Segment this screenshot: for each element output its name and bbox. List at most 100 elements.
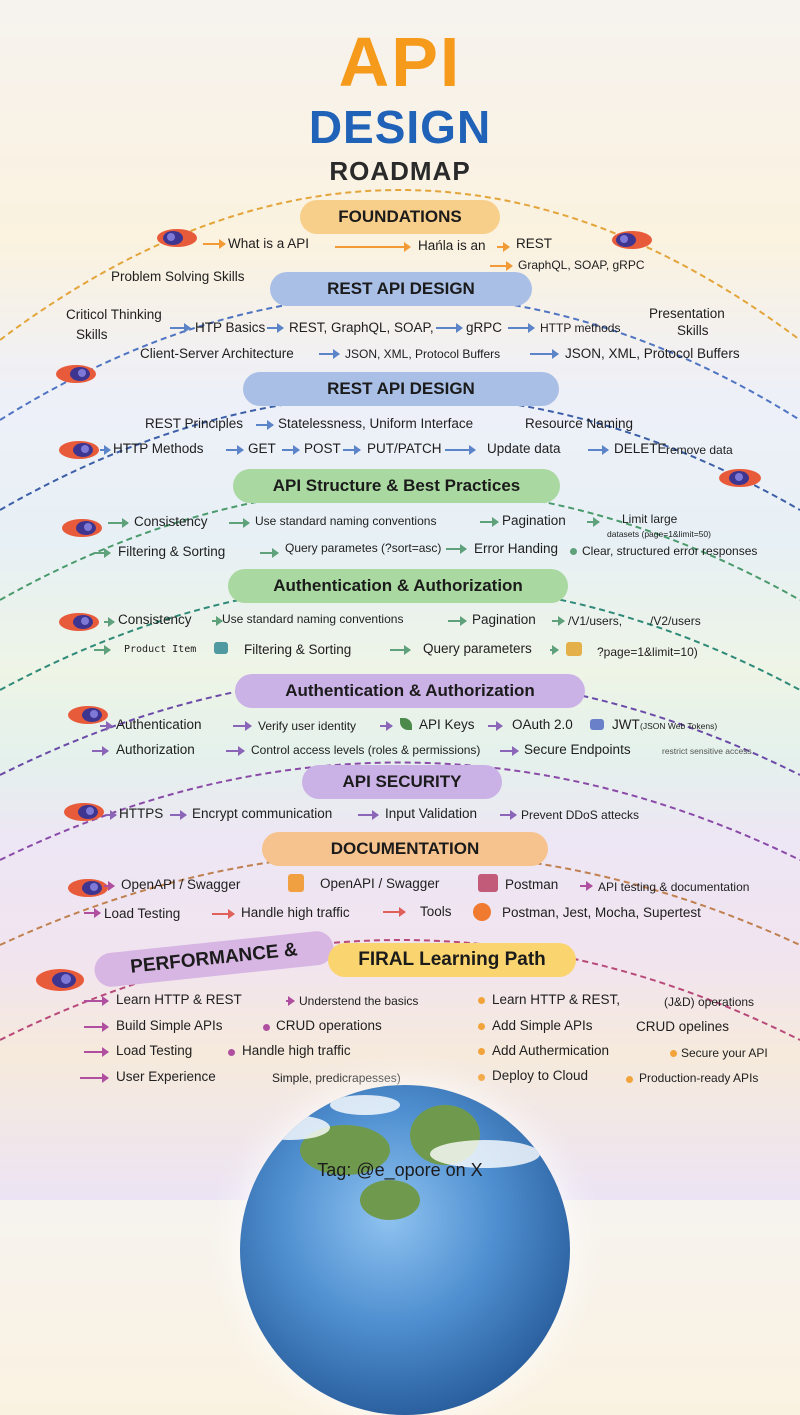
bullet-dot	[228, 1049, 235, 1056]
item-problem-solving: Problem Solving Skills	[111, 269, 245, 284]
arrow	[92, 746, 109, 756]
item-resource-naming: Resource Naming	[525, 416, 634, 431]
section-title-api-structure: API Structure & Best Practices	[233, 469, 560, 503]
arrow	[282, 445, 300, 455]
rocket-icon	[719, 469, 761, 487]
rocket-icon	[68, 706, 108, 724]
bullet-dot	[263, 1024, 270, 1031]
rocket-icon	[59, 441, 99, 459]
section-title-learning-path: FIRAL Learning Path	[328, 943, 576, 977]
path-right-2-desc: CRUD opelines	[636, 1019, 730, 1034]
section-title-documentation: DOCUMENTATION	[262, 832, 548, 866]
rocket-icon	[64, 803, 104, 821]
arrow	[383, 907, 406, 917]
item-tools: Tools	[420, 904, 452, 919]
item-query-parameters: Query parameters	[423, 641, 532, 656]
title-roadmap: ROADMAP	[329, 156, 471, 186]
arrow	[106, 810, 117, 820]
arrow	[229, 518, 250, 528]
item-what-is-api: What is a API	[228, 236, 310, 251]
arrow	[80, 1073, 109, 1083]
item-skills: Skills	[76, 327, 108, 342]
item-pagination: Pagination	[502, 513, 566, 528]
title-design: DESIGN	[308, 101, 492, 153]
rocket-icon	[36, 969, 84, 991]
rocket-icon	[157, 229, 197, 247]
bullet-dot	[478, 1048, 485, 1055]
item-grpc: gRPC	[466, 320, 503, 335]
arrow	[94, 645, 111, 655]
table-icon	[214, 642, 228, 654]
item-rest-principles: REST Principles	[145, 416, 244, 431]
item-authentication: Authentication	[116, 717, 202, 732]
arrow	[448, 616, 467, 626]
arrow	[267, 323, 284, 333]
item-get: GET	[248, 441, 276, 456]
section-title-rest-api-design: REST API DESIGN	[270, 272, 532, 306]
item-rest: REST	[516, 236, 553, 251]
arrow	[94, 548, 111, 558]
item-encrypt: Encrypt communication	[192, 806, 333, 821]
arrow	[580, 881, 593, 891]
item-restrict-access: restrict sensitive access	[662, 746, 752, 756]
item-high-traffic: Handle high traffic	[241, 905, 350, 920]
item-halla: Hańla is an	[418, 238, 486, 253]
item-presentation: Presentation	[649, 306, 725, 321]
item-https: HTTPS	[119, 806, 164, 821]
arrow	[552, 616, 565, 626]
arrow	[587, 517, 600, 527]
item-critical-thinking: Criticol Thinking	[66, 307, 162, 322]
arrow	[480, 517, 499, 527]
item-input-validation: Input Validation	[385, 806, 478, 821]
item-filtering-sorting: Filtering & Sorting	[118, 544, 226, 559]
section-title-auth-1: Authentication & Authorization	[228, 569, 568, 603]
arrow	[84, 1022, 109, 1032]
arrow	[226, 746, 245, 756]
path-right-1: Learn HTTP & REST,	[492, 992, 621, 1007]
bullet-dot	[670, 1050, 677, 1057]
arrow	[497, 242, 510, 252]
item-authorization: Authorization	[116, 742, 195, 757]
item-json-xml: JSON, XML, Protocol Buffers	[345, 347, 501, 361]
item-query-params: Query parametes (?sort=asc)	[285, 541, 442, 555]
token-icon	[590, 719, 604, 730]
item-skills-2: Skills	[677, 323, 709, 338]
path-left-2: Build Simple APIs	[116, 1018, 223, 1033]
item-openapi-2: OpenAPI / Swagger	[320, 876, 440, 891]
path-right-3-desc: Secure your API	[681, 1046, 768, 1060]
arrow	[343, 445, 361, 455]
arrow	[256, 420, 274, 430]
item-page-limit: ?page=1&limit=10)	[597, 645, 698, 659]
item-json-web-tokens: (JSON Web Tokens)	[640, 721, 718, 731]
item-delete: DELETE	[614, 441, 667, 456]
item-control-access: Control access levels (roles & permissio…	[251, 743, 481, 757]
path-left-1-desc: Understend the basics	[299, 994, 419, 1008]
item-product-item: Product Item	[124, 644, 197, 655]
item-load-testing: Load Testing	[104, 906, 181, 921]
document-icon	[288, 874, 304, 892]
path-right-4: Deploy to Cloud	[492, 1068, 589, 1083]
item-http-methods-2: HTTP Methods	[113, 441, 204, 456]
path-right-4-desc: Production-ready APIs	[639, 1071, 759, 1085]
title-api: API	[338, 23, 462, 101]
item-v1-users: /V1/users,	[568, 614, 623, 628]
arrow	[260, 548, 279, 558]
arrow	[446, 544, 467, 554]
bullet-dot	[478, 1074, 485, 1081]
item-graphql: GraphQL, SOAP, gRPC	[518, 258, 645, 272]
bullet-dot	[478, 1023, 485, 1030]
item-post: POST	[304, 441, 341, 456]
item-client-server: Client-Server Architecture	[140, 346, 294, 361]
arrow	[233, 721, 252, 731]
item-filtering-sorting-2: Filtering & Sorting	[244, 642, 352, 657]
arrow	[100, 445, 111, 455]
arrow	[104, 881, 115, 891]
item-error-handling: Error Handing	[474, 541, 559, 556]
section-title-api-security: API SECURITY	[302, 765, 502, 799]
arrow	[84, 996, 109, 1006]
path-right-3: Add Authermication	[492, 1043, 610, 1058]
arrow	[436, 323, 463, 333]
arrow	[335, 242, 411, 252]
footer-tag: Tag: @e_opore on X	[317, 1160, 483, 1180]
bullet-dot	[570, 548, 577, 555]
